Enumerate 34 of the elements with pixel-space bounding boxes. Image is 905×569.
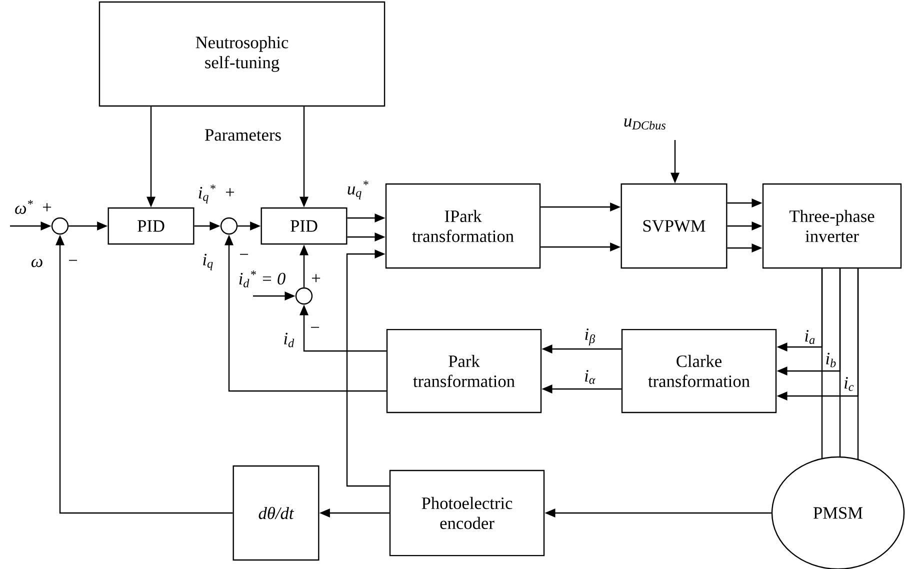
signal-label: i$_{q}$	[203, 254, 213, 270]
process-box: Park transformation	[386, 328, 542, 414]
process-box: Clarke transformation	[621, 328, 777, 414]
sign-label: −	[68, 260, 78, 261]
process-box: SVPWM	[620, 183, 728, 269]
signal-label: i$_{β}$	[585, 328, 596, 346]
signal-label: ω	[31, 258, 42, 268]
process-box: Three-phase inverter	[762, 183, 902, 269]
signal-label: i$_{b}$	[826, 352, 836, 368]
annotation-text: Parameters	[205, 129, 281, 141]
process-box: IPark transformation	[385, 183, 541, 269]
process-box: Neutrosophic self-tuning	[98, 1, 386, 107]
signal-label: u$_{DCbus}$	[624, 118, 666, 130]
signal-label: i$_{d}$$^{*}$ = 0	[239, 270, 286, 288]
sign-label: +	[42, 203, 52, 212]
signal-label: u$_{q}$*	[348, 180, 368, 200]
summing-junction	[220, 217, 238, 235]
arrow	[346, 250, 390, 487]
signal-label: i$_{a}$	[805, 330, 815, 344]
summing-junction	[51, 217, 69, 235]
summing-junction	[295, 287, 313, 305]
process-box: PID	[108, 207, 194, 245]
process-box: PID	[260, 207, 348, 245]
signal-label: i$_{c}$	[844, 377, 854, 391]
signal-label: i$_{α}$	[585, 370, 596, 384]
signal-label: i$_{d}$	[284, 332, 294, 348]
sign-label: −	[240, 254, 248, 255]
signal-label: i$_{q}$*	[198, 184, 216, 204]
sign-label: +	[312, 274, 320, 282]
process-box: dθ/dt	[232, 465, 320, 561]
sign-label: −	[310, 326, 320, 328]
process-box: Photoelectric encoder	[389, 470, 545, 556]
signal-label: ω$^{*}$	[15, 200, 33, 214]
sign-label: +	[226, 188, 234, 196]
